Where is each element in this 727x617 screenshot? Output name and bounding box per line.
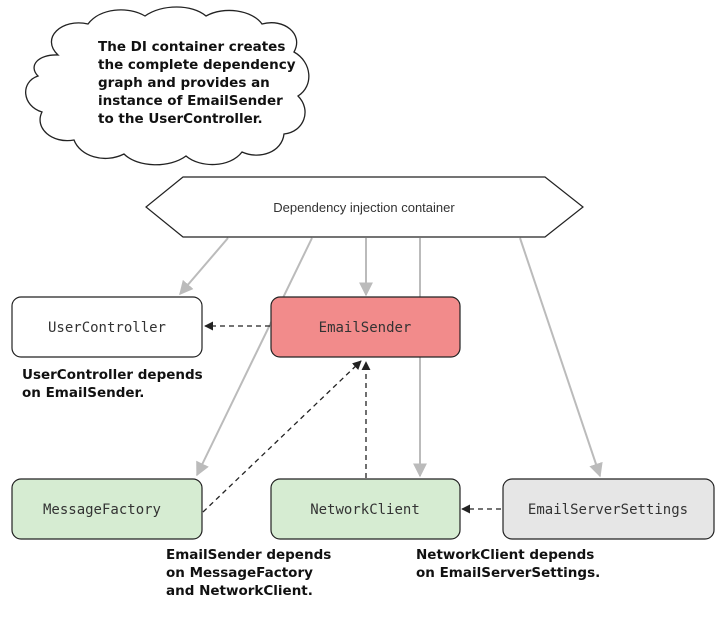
note-networkclient-line-2: on EmailServerSettings. [416,565,600,581]
node-messagefactory: MessageFactory [11,478,203,540]
node-messagefactory-label: MessageFactory [43,502,161,518]
note-networkclient: NetworkClient depends on EmailServerSett… [416,547,600,581]
note-usercontroller: UserController depends on EmailSender. [22,367,203,401]
note-networkclient-line-1: NetworkClient depends [416,547,594,563]
node-emailserversettings-label: EmailServerSettings [528,502,688,518]
note-emailsender-line-3: and NetworkClient. [166,583,313,599]
note-emailsender-line-2: on MessageFactory [166,565,313,581]
di-container: Dependency injection container [145,176,584,238]
node-emailsender-label: EmailSender [319,320,412,336]
cloud-callout: The DI container creates the complete de… [25,6,310,166]
arrow-container-to-usercontroller [179,237,229,296]
cloud-line-5: to the UserController. [98,111,263,127]
cloud-line-2: the complete dependency [98,57,296,73]
note-usercontroller-line-1: UserController depends [22,367,203,383]
note-emailsender-line-1: EmailSender depends [166,547,331,563]
node-networkclient: NetworkClient [270,478,461,540]
node-usercontroller: UserController [11,296,203,358]
cloud-line-3: graph and provides an [98,75,270,91]
node-emailsender: EmailSender [270,296,461,358]
cloud-line-4: instance of EmailSender [98,93,283,109]
di-container-shape [145,176,584,238]
arrow-container-to-emailserversettings [519,237,603,478]
di-container-label: Dependency injection container [273,200,455,215]
node-emailserversettings: EmailServerSettings [502,478,715,540]
node-networkclient-label: NetworkClient [310,502,420,518]
node-usercontroller-label: UserController [48,320,166,336]
note-emailsender: EmailSender depends on MessageFactory an… [166,547,331,599]
arrow-messagefactory-to-emailsender [202,360,362,513]
cloud-line-1: The DI container creates [98,39,285,55]
cloud-shape [25,6,310,166]
dependency-arrows [202,321,501,514]
arrow-container-to-messagefactory [196,237,313,477]
note-usercontroller-line-2: on EmailSender. [22,385,144,401]
